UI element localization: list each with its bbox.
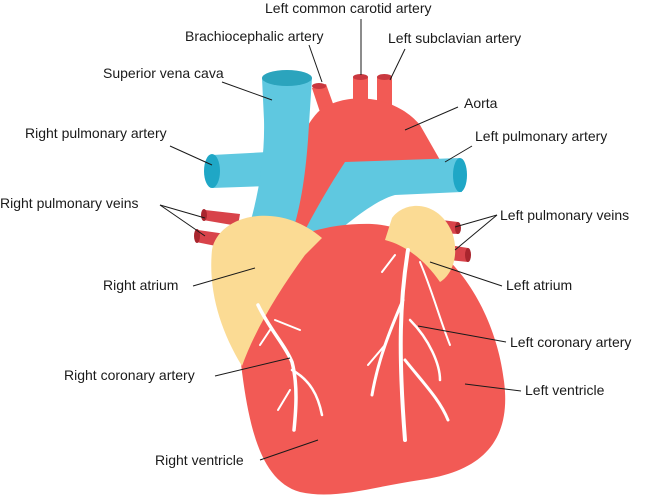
superior-vena-cava xyxy=(245,70,312,240)
label-left-subclavian-artery: Left subclavian artery xyxy=(388,30,522,46)
label-left-atrium: Left atrium xyxy=(506,277,573,293)
label-left-coronary-artery: Left coronary artery xyxy=(510,334,632,350)
label-right-ventricle: Right ventricle xyxy=(155,452,244,468)
label-right-atrium: Right atrium xyxy=(103,277,179,293)
label-right-pulmonary-veins: Right pulmonary veins xyxy=(0,195,139,211)
leader-lines xyxy=(159,19,522,461)
label-brachiocephalic-artery: Brachiocephalic artery xyxy=(185,28,324,44)
label-left-common-carotid-artery: Left common carotid artery xyxy=(265,0,432,16)
coronary-arteries xyxy=(256,248,451,442)
label-left-pulmonary-artery: Left pulmonary artery xyxy=(475,128,608,144)
label-right-pulmonary-artery: Right pulmonary artery xyxy=(25,125,167,141)
label-right-coronary-artery: Right coronary artery xyxy=(64,367,195,383)
right-pulmonary-artery xyxy=(204,152,270,188)
label-superior-vena-cava: Superior vena cava xyxy=(103,65,224,81)
label-aorta: Aorta xyxy=(464,95,498,111)
left-atrium xyxy=(385,205,456,282)
ventricles xyxy=(236,223,506,495)
right-atrium xyxy=(211,215,322,366)
label-left-pulmonary-veins: Left pulmonary veins xyxy=(500,207,630,223)
label-left-ventricle: Left ventricle xyxy=(525,382,605,398)
left-pulmonary-artery xyxy=(300,158,467,245)
